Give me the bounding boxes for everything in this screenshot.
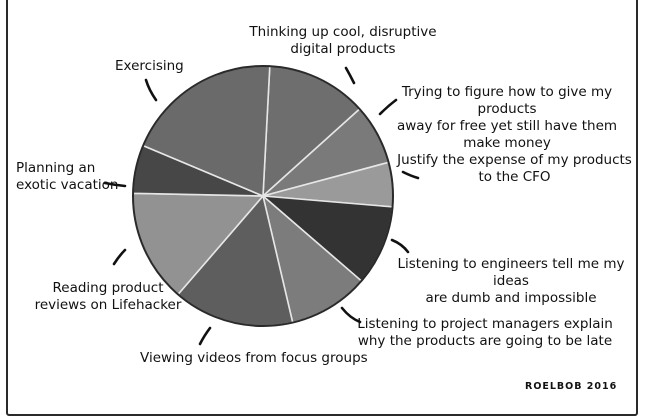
leader-videos [198, 326, 212, 346]
leader-engineers [390, 238, 410, 254]
label-engineers: Listening to engineers tell me my ideas … [397, 256, 625, 306]
pie-chart [103, 65, 420, 346]
leader-reviews [112, 248, 127, 266]
label-videos: Viewing videos from focus groups [140, 350, 368, 366]
leader-vacation [103, 181, 127, 188]
label-trying: Trying to figure how to give my products… [396, 84, 618, 151]
leader-thinking [344, 66, 356, 85]
leader-justify [401, 170, 420, 180]
label-managers: Listening to project managers explain wh… [357, 316, 613, 349]
label-justify: Justify the expense of my products to th… [397, 152, 632, 185]
leader-exercising [144, 78, 158, 102]
label-reviews: Reading product reviews on Lifehacker [34, 280, 182, 313]
pie-slices [132, 65, 394, 327]
cartoon-panel: Thinking up cool, disruptive digital pro… [6, 0, 638, 416]
pie-outline [132, 65, 394, 327]
leader-managers [340, 306, 362, 324]
leader-lines [103, 66, 420, 346]
label-exercising: Exercising [115, 58, 184, 74]
label-thinking: Thinking up cool, disruptive digital pro… [249, 24, 437, 57]
leader-trying [378, 98, 398, 116]
artist-signature: ROELBOB 2016 [525, 381, 618, 392]
label-vacation: Planning an exotic vacation [16, 160, 119, 193]
